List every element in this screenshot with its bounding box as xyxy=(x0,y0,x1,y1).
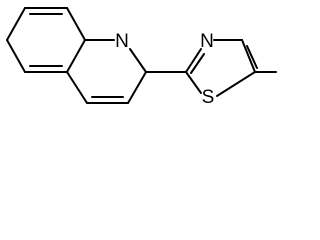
bond xyxy=(190,53,205,74)
bond xyxy=(66,39,86,73)
thiazole-sulfur-label: S xyxy=(202,87,215,108)
bond xyxy=(241,39,256,73)
quinoline-nitrogen-label: N xyxy=(115,31,129,52)
bond xyxy=(216,71,256,97)
bond xyxy=(66,7,86,41)
bond xyxy=(246,45,258,69)
bond-layer xyxy=(6,7,277,104)
bond xyxy=(127,71,147,104)
thiazole-nitrogen-label: N xyxy=(200,31,214,52)
bond xyxy=(129,48,147,73)
bond xyxy=(6,39,26,73)
molecule-structure: N N S xyxy=(6,7,277,108)
bond xyxy=(6,7,26,41)
bond xyxy=(185,71,202,94)
molecule-canvas: N N S xyxy=(0,0,281,119)
bond xyxy=(185,48,202,73)
bond xyxy=(66,71,88,104)
